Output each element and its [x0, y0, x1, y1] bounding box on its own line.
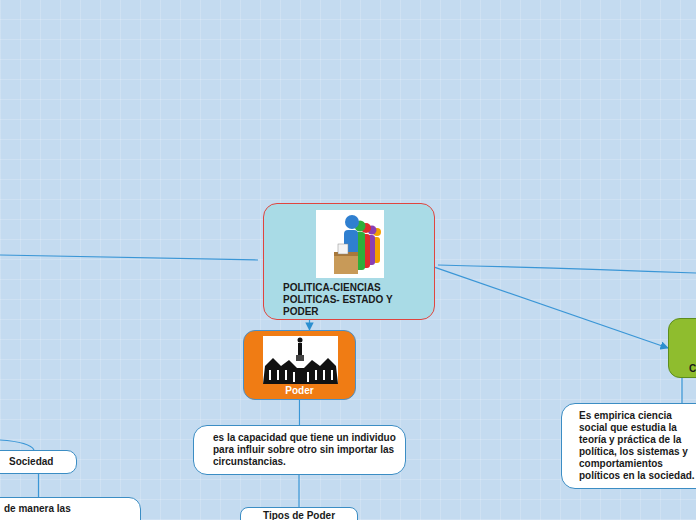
- node-text: POLITICA-CIENCIAS POLITICAS- ESTADO Y PO…: [283, 282, 418, 318]
- central-topic: POLITICA-CIENCIAS POLITICAS- ESTADO Y PO…: [263, 203, 435, 320]
- subtopic-box: Es empirica ciencia social que estudia l…: [561, 403, 696, 489]
- connector: [38, 474, 39, 497]
- branch-topic: Poder: [243, 330, 356, 400]
- branch-line: [0, 255, 258, 260]
- connector: [681, 378, 682, 403]
- node-text: C: [689, 363, 696, 375]
- subtopic-box: de manera las: [0, 497, 141, 520]
- subtopic-box: es la capacidad que tiene un individuo p…: [193, 425, 406, 475]
- subtopic-box: Tipos de Poder: [240, 507, 358, 520]
- connector: [299, 400, 300, 425]
- node-text: de manera las: [4, 503, 134, 515]
- branch-line: [438, 265, 696, 273]
- voting-icon: [316, 210, 384, 278]
- connector: [435, 267, 668, 348]
- connector: [298, 475, 299, 507]
- node-text: Es empirica ciencia social que estudia l…: [579, 410, 696, 482]
- branch-topic: C: [668, 318, 696, 378]
- branch-line: [0, 440, 34, 450]
- node-text: Tipos de Poder: [243, 510, 355, 520]
- node-text: Poder: [246, 385, 353, 397]
- connector: [309, 320, 310, 330]
- node-text: es la capacidad que tiene un individuo p…: [213, 432, 397, 468]
- subtopic-box: Sociedad: [0, 450, 77, 474]
- power-icon: [263, 336, 338, 384]
- node-text: Sociedad: [9, 456, 70, 468]
